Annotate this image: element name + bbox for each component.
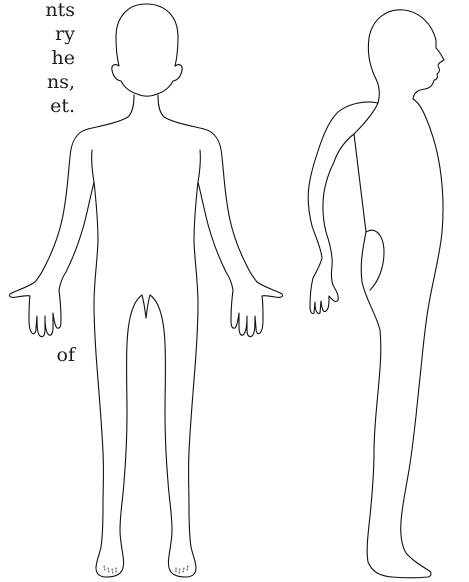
side-body: [308, 99, 443, 578]
side-head: [368, 10, 444, 103]
